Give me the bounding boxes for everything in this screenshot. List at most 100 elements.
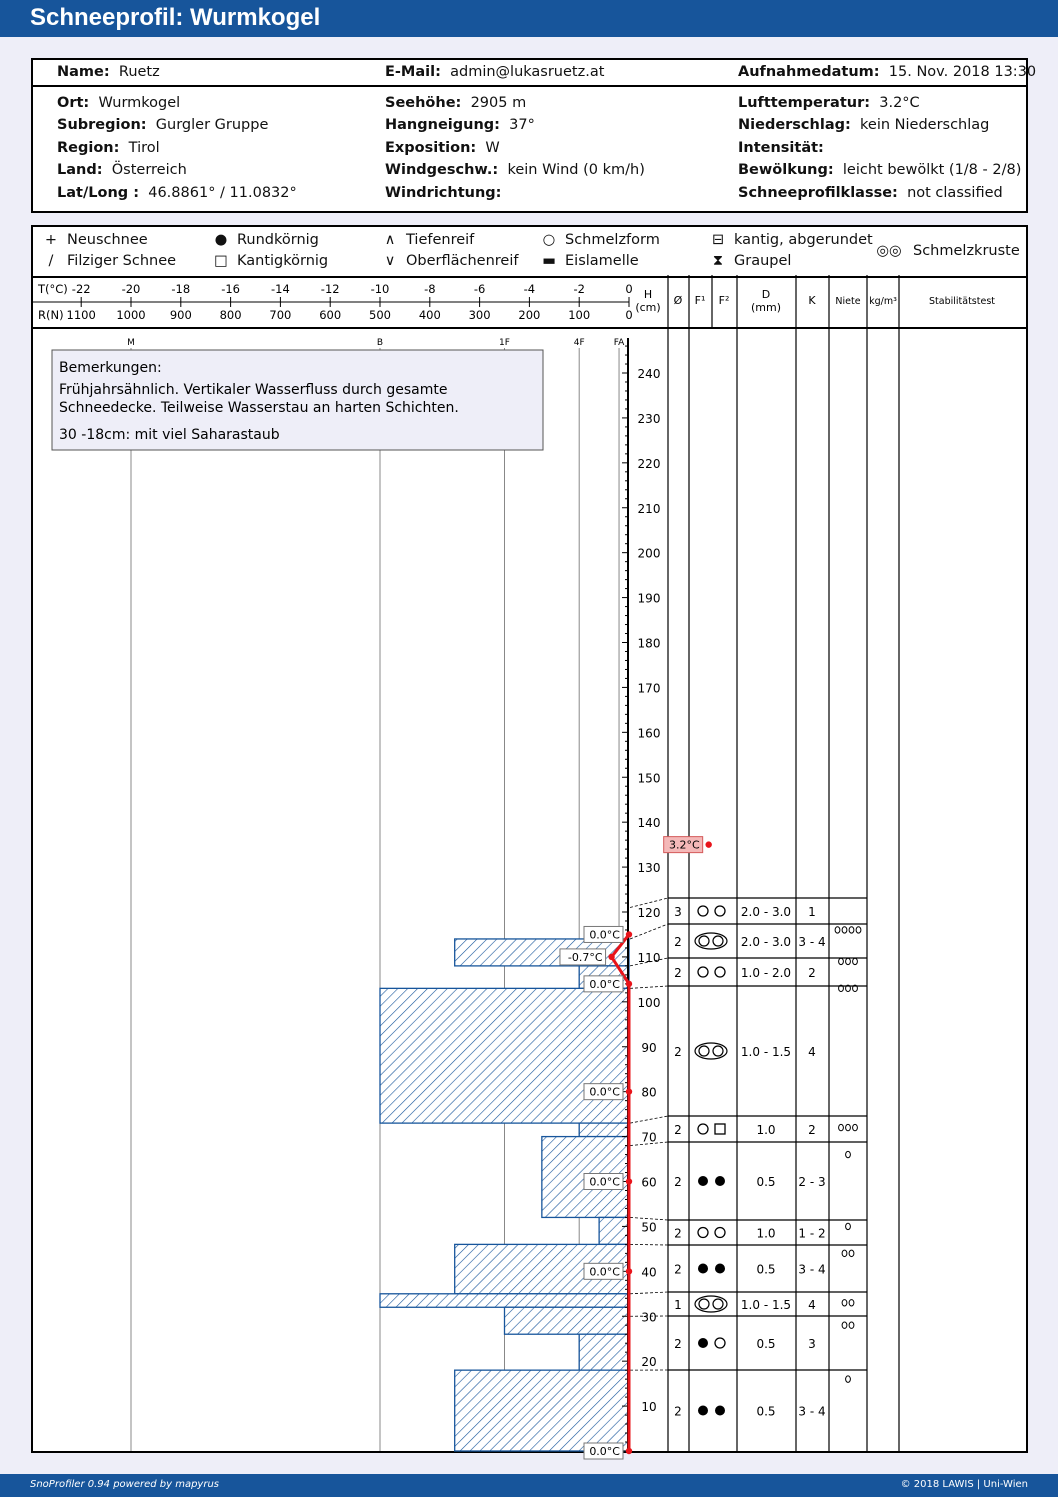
temperature-label-box: [583, 1442, 624, 1460]
height-tick-label: 160: [638, 726, 661, 740]
niete-icon: [848, 1321, 855, 1329]
legend-oberflaechenreif: Oberflächenreif: [406, 253, 519, 269]
hangneigung-label: Hangneigung:: [385, 117, 500, 133]
ram-axis-label: R(N): [38, 308, 64, 322]
layer-k: 1 - 2: [798, 1227, 825, 1241]
niete-icon: [845, 1150, 851, 1159]
remarks-line2: Schneedecke. Teilweise Wasserstau an har…: [59, 400, 459, 416]
temperature-point: [608, 953, 615, 961]
niete-icon: [852, 984, 858, 993]
height-tick-label: 210: [638, 502, 661, 516]
exposition-label: Exposition:: [385, 140, 477, 156]
height-tick-label: 30: [641, 1310, 656, 1324]
layer-connector: [629, 897, 669, 908]
height-tick-label: 120: [638, 906, 661, 920]
niete-icon: [848, 1299, 855, 1307]
layer-k: 3 - 4: [798, 1405, 825, 1419]
schmelzkruste-outline: [694, 1295, 728, 1313]
ram-tick-label: 700: [269, 308, 291, 322]
klasse-value: not classified: [907, 185, 1003, 201]
layer-diameter: 1.0 - 1.5: [741, 1298, 791, 1312]
height-tick-label: 240: [638, 367, 661, 381]
layer-diameter: 1.0: [756, 1123, 775, 1137]
schmelzkruste-outline: [694, 932, 728, 950]
kantig-abgerundet-icon: ⊟: [711, 232, 725, 248]
layer-grain-size-class: 2: [674, 1175, 682, 1189]
remarks-title: Bemerkungen:: [59, 360, 162, 376]
height-tick-label: 70: [641, 1131, 656, 1145]
niete-icon: [841, 1321, 848, 1329]
lufttemp-value: 3.2°C: [879, 95, 920, 111]
column-separators: [667, 275, 900, 1451]
temp-tick-label: -18: [171, 282, 190, 296]
legend-schmelzform: Schmelzform: [565, 232, 660, 248]
schmelzform-icon: [697, 966, 709, 978]
hangneigung-value: 37°: [509, 117, 535, 133]
date-label: Aufnahmedatum:: [738, 64, 880, 80]
legend-kantig-abgerundet: kantig, abgerundet: [734, 232, 873, 248]
height-tick-label: 60: [641, 1176, 656, 1190]
legend-graupel: Graupel: [734, 253, 792, 269]
seehoehe-value: 2905 m: [470, 95, 527, 111]
temperature-label-box: [583, 1173, 624, 1190]
col-f1: F¹: [695, 294, 706, 307]
ram-segment: [454, 1369, 630, 1452]
ram-tick-label: 500: [369, 308, 391, 322]
niete-icon: [845, 1222, 851, 1231]
schmelzkruste-icon: [712, 935, 724, 947]
niete-icon: [838, 984, 844, 993]
ort-value: Wurmkogel: [98, 95, 181, 111]
rundkoernig-icon: ●: [214, 232, 228, 248]
graupel-icon: ⧗: [712, 253, 724, 269]
layer-connector: [629, 1243, 669, 1246]
schmelzkruste-outline: [694, 1042, 728, 1060]
niederschlag-value: kein Niederschlag: [860, 117, 990, 133]
temperature-label: 0.0°C: [589, 928, 620, 941]
layer-diameter: 1.0: [756, 1227, 775, 1241]
height-tick-label: 20: [641, 1355, 656, 1369]
layer-connector: [629, 1291, 669, 1295]
schmelzkruste-icon: [712, 1045, 724, 1057]
rundkoernig-icon: [698, 1176, 708, 1186]
niete-icon: [841, 1299, 848, 1307]
temp-axis-label: T(°C): [37, 282, 68, 296]
height-tick-label: 10: [641, 1400, 656, 1414]
layer-grain-size-class: 2: [674, 1405, 682, 1419]
schmelzform-icon: [714, 966, 726, 978]
email-label: E-Mail:: [385, 64, 441, 80]
height-tick-label: 140: [638, 816, 661, 830]
schmelzform-icon: ○: [542, 232, 556, 248]
temp-tick-label: -2: [573, 282, 584, 296]
ram-segment: [503, 1306, 630, 1335]
temperature-label: 0.0°C: [589, 978, 620, 991]
layer-k: 3 - 4: [798, 935, 825, 949]
niederschlag-label: Niederschlag:: [738, 117, 851, 133]
temperature-label: 3.2°C: [669, 839, 700, 852]
legend-neuschnee: Neuschnee: [67, 232, 148, 248]
temp-tick-label: -12: [321, 282, 340, 296]
remarks-box: Bemerkungen: Frühjahrsähnlich. Vertikale…: [51, 349, 544, 451]
ram-segment: [578, 1333, 630, 1371]
schmelzform-icon: [714, 1337, 726, 1349]
layer-k: 3 - 4: [798, 1263, 825, 1277]
layer-diameter: 2.0 - 3.0: [741, 935, 791, 949]
height-tick-label: 150: [638, 771, 661, 785]
tiefenreif-icon: ∧: [384, 232, 396, 248]
niete-icon: [855, 926, 862, 934]
height-tick-label: 50: [641, 1220, 656, 1234]
niete-icon: [845, 957, 851, 966]
schmelzform-icon: [697, 1123, 709, 1135]
ram-segment: [379, 1293, 630, 1308]
temperature-label-box: [583, 1083, 624, 1101]
temperature-label-box: [663, 836, 704, 854]
niete-icon: [841, 1249, 848, 1258]
header-divider: [33, 85, 1026, 87]
height-tick-label: 180: [638, 637, 661, 651]
ram-segment: [578, 1122, 630, 1138]
temperature-label-box: [559, 948, 607, 966]
height-tick-label: 100: [638, 996, 661, 1010]
windrichtung-label: Windrichtung:: [385, 185, 502, 201]
temperature-point: [625, 1088, 633, 1095]
